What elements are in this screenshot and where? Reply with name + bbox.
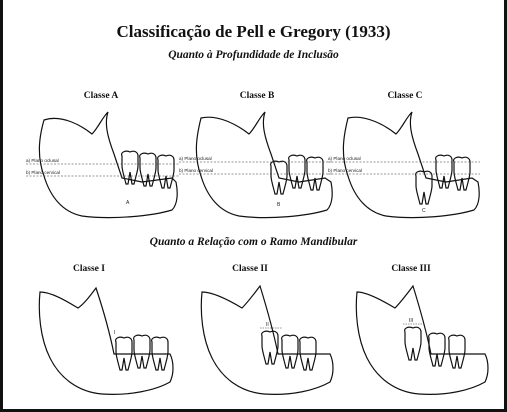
molar-1 xyxy=(416,171,432,204)
class-c-label: Classe C xyxy=(360,91,450,101)
class-i-diagram: I xyxy=(30,278,180,404)
mandible-outline xyxy=(201,286,333,394)
class-a-label: Classe A xyxy=(56,91,146,101)
mandible-outline xyxy=(39,288,173,394)
class-iii-marker: III xyxy=(409,318,413,324)
depth-section-subtitle: Quanto à Profundidade de Inclusão xyxy=(0,49,507,61)
ramus-section-subtitle: Quanto a Relação com o Ramo Mandibular xyxy=(0,236,507,248)
cervical-plane-label: b) Plano cervical xyxy=(26,170,60,175)
molar-2 xyxy=(282,335,298,368)
class-b-diagram: a) Plano oclusal b) Plano cervical B xyxy=(175,104,340,224)
class-iii-diagram: III xyxy=(345,278,495,404)
molar-3 xyxy=(449,335,465,368)
class-b-label: Classe B xyxy=(212,91,302,101)
class-i-marker: I xyxy=(114,330,115,336)
molar-2 xyxy=(289,155,305,188)
class-ii-diagram: II xyxy=(190,278,340,404)
class-ii-label: Classe II xyxy=(205,264,295,274)
cervical-plane-label: b) Plano cervical xyxy=(179,168,213,173)
class-a-letter: A xyxy=(126,200,130,206)
molar-2 xyxy=(429,333,445,366)
molar-3 xyxy=(158,155,174,188)
class-ii-marker: II xyxy=(266,322,269,328)
occlusal-plane-label: a) Plano oclusal xyxy=(328,156,361,161)
mandible-outline xyxy=(196,112,332,218)
class-c-letter: C xyxy=(422,208,426,214)
molar-2 xyxy=(134,335,150,368)
figure-title: Classificação de Pell e Gregory (1933) xyxy=(0,22,507,42)
molar-1 xyxy=(405,327,421,360)
occlusal-plane-label: a) Plano oclusal xyxy=(26,158,59,163)
occlusal-plane-label: a) Plano oclusal xyxy=(179,156,212,161)
class-i-label: Classe I xyxy=(44,264,134,274)
class-iii-label: Classe III xyxy=(366,264,456,274)
class-c-diagram: a) Plano oclusal b) Plano cervical C xyxy=(324,104,489,224)
cervical-plane-label: b) Plano cervical xyxy=(328,168,362,173)
molar-2 xyxy=(436,155,452,188)
class-a-diagram: a) Plano oclusal b) Plano cervical A xyxy=(22,104,187,224)
mandible-outline xyxy=(356,286,488,394)
frame-border-left xyxy=(0,0,3,412)
molar-1 xyxy=(262,331,278,364)
class-b-letter: B xyxy=(277,202,281,208)
mandible-outline xyxy=(343,112,479,218)
